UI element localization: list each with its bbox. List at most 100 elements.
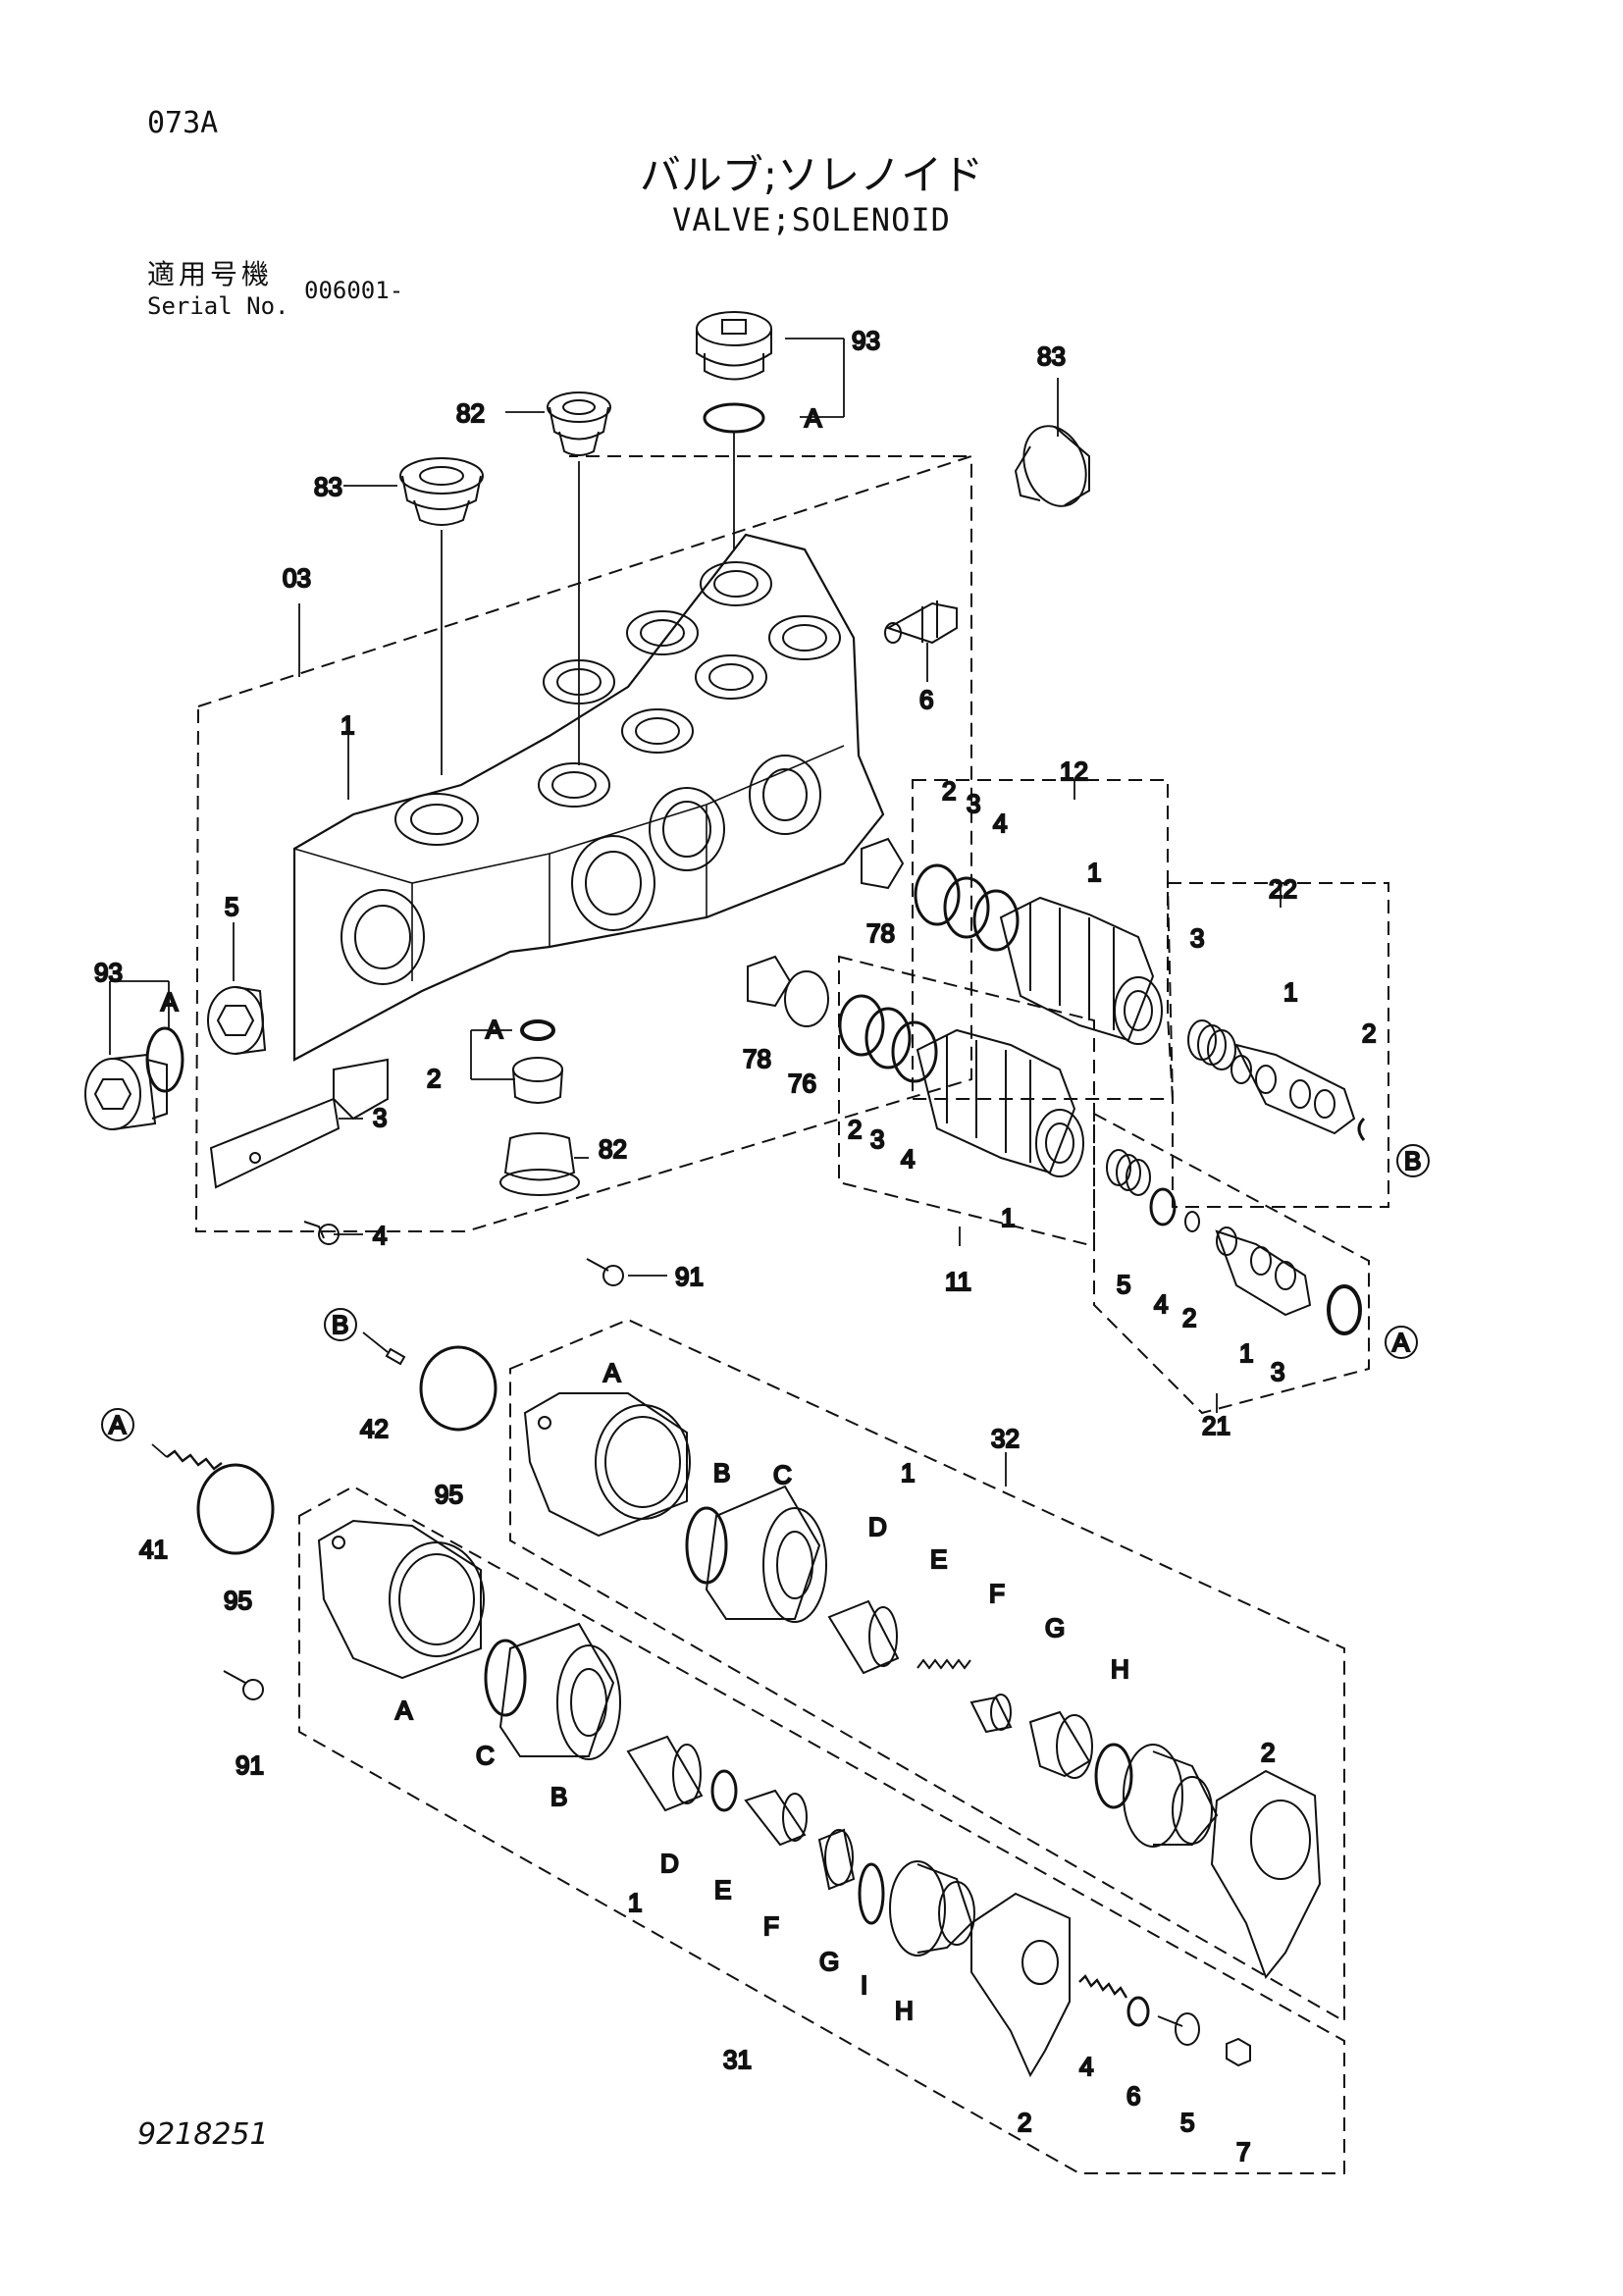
- valve-body-group: [84, 311, 1090, 1245]
- label-4-screw: 4: [373, 1221, 387, 1250]
- group-22-boundary: [1166, 882, 1389, 1208]
- label-31-7: 7: [1236, 2137, 1250, 2166]
- label-76: 76: [788, 1069, 816, 1098]
- label-41: 41: [139, 1535, 168, 1564]
- end-cap-2-lower: [970, 1892, 1071, 2078]
- marker-a-circle-right: [1385, 1326, 1418, 1359]
- label-2-bushing: 2: [427, 1064, 441, 1093]
- label-21-4: 4: [1154, 1289, 1168, 1319]
- label-31-5: 5: [1180, 2108, 1194, 2137]
- label-a-ring: A: [486, 1015, 503, 1044]
- plug-83-right: [1014, 425, 1090, 507]
- spool-21-parts: [1106, 1149, 1362, 1335]
- label-32-e: E: [930, 1544, 947, 1574]
- label-82-bottom: 82: [599, 1134, 627, 1164]
- page-code: 073A: [147, 106, 219, 140]
- label-12-2: 2: [942, 776, 956, 806]
- label-11: 11: [945, 1267, 971, 1296]
- label-21-a: A: [1392, 1328, 1410, 1357]
- spring-41: [166, 1449, 223, 1471]
- nut-7: [1226, 2037, 1251, 2067]
- label-31-i: I: [861, 1970, 867, 2000]
- housing-a-upper: [523, 1392, 691, 1538]
- screw-4: [303, 1221, 340, 1245]
- label-31-f: F: [763, 1911, 779, 1941]
- group-21-boundary: [1093, 1112, 1370, 1415]
- group-12-boundary: [912, 779, 1175, 1100]
- label-31-e: E: [714, 1875, 731, 1905]
- solenoid-31-group: [166, 1449, 1345, 2174]
- label-21-2: 2: [1182, 1303, 1196, 1332]
- label-93-left: 93: [94, 958, 123, 987]
- label-12-4: 4: [993, 809, 1007, 838]
- label-3-plate: 3: [373, 1103, 387, 1132]
- spring-4: [1078, 1974, 1128, 1999]
- label-32-b-marker: B: [332, 1310, 348, 1339]
- solenoid-32-group: [385, 1258, 1345, 2023]
- label-22-3: 3: [1190, 923, 1204, 953]
- bushing-2: [512, 1057, 563, 1104]
- serial-label-japanese: 適用号機: [147, 258, 274, 290]
- page-title-japanese: バルブ;ソレノイド: [639, 151, 984, 199]
- label-31-g: G: [819, 1947, 839, 1976]
- marker-a-circle-left: [101, 1408, 134, 1441]
- plug-82-bottom: [499, 1132, 580, 1196]
- housing-a-lower: [317, 1519, 485, 1680]
- label-31-1: 1: [628, 1888, 642, 1917]
- label-11-2: 2: [848, 1115, 862, 1144]
- o-ring-95-upper: [419, 1345, 497, 1432]
- plug-93-top: [696, 311, 772, 381]
- seal-78-lower: [747, 955, 792, 1008]
- page-title: VALVE;SOLENOID: [672, 201, 951, 238]
- cover-plate-3: [209, 1097, 340, 1189]
- adjust-screw-5: [1157, 2012, 1200, 2046]
- label-31: 31: [723, 2045, 752, 2074]
- plug-93-left: [84, 1053, 168, 1130]
- seal-78-upper: [861, 837, 905, 890]
- plug-5: [207, 986, 267, 1055]
- label-78-lower: 78: [743, 1044, 771, 1073]
- o-ring-95-lower: [196, 1463, 275, 1555]
- plug-82-top: [547, 391, 611, 456]
- label-31-d: D: [660, 1849, 679, 1878]
- coil-b-lower: [498, 1622, 621, 1760]
- label-31-a-marker: A: [109, 1410, 127, 1439]
- end-cap-2-upper: [1210, 1769, 1322, 1980]
- serial-number-range: 006001-: [304, 277, 404, 304]
- label-32-c: C: [773, 1460, 792, 1489]
- plug-83-left: [399, 457, 484, 526]
- fitting-6: [884, 600, 958, 645]
- marker-b-circle-left: [324, 1308, 357, 1341]
- label-22-1: 1: [1283, 977, 1297, 1007]
- o-ring-left: [145, 1026, 184, 1093]
- label-32-h: H: [1111, 1654, 1129, 1684]
- label-6: 6: [919, 685, 933, 714]
- label-12-3: 3: [967, 789, 980, 818]
- label-21-1: 1: [1239, 1338, 1253, 1368]
- spool-12-body: [999, 896, 1163, 1045]
- screw-91-lower: [223, 1670, 264, 1700]
- label-a-left: A: [161, 987, 179, 1017]
- label-78-upper: 78: [866, 918, 895, 948]
- label-82-top: 82: [456, 398, 485, 428]
- label-22-b: B: [1404, 1146, 1421, 1175]
- label-31-4: 4: [1079, 2052, 1093, 2081]
- label-11-4: 4: [901, 1144, 915, 1174]
- label-83-right: 83: [1037, 341, 1066, 371]
- group-32-boundary: [509, 1318, 1345, 2023]
- label-93-top: 93: [852, 326, 880, 355]
- marker-b-circle: [1396, 1144, 1430, 1177]
- drawing-number: 9218251: [137, 2117, 269, 2152]
- label-32-g: G: [1045, 1613, 1065, 1643]
- label-31-2: 2: [1018, 2108, 1031, 2137]
- valve-body: [292, 533, 885, 1062]
- o-ring-top: [703, 402, 765, 434]
- label-95-lower: 95: [224, 1586, 252, 1615]
- label-22: 22: [1269, 874, 1297, 904]
- callout-labels: 93 A 82 83 83 03 1 6 5 93 A A 2 3 4 82 1…: [93, 325, 1430, 2167]
- label-11-1: 1: [1001, 1203, 1015, 1232]
- label-42: 42: [360, 1414, 389, 1443]
- pin-42: [385, 1347, 406, 1366]
- label-21-5: 5: [1117, 1270, 1130, 1299]
- ring-a: [520, 1019, 555, 1041]
